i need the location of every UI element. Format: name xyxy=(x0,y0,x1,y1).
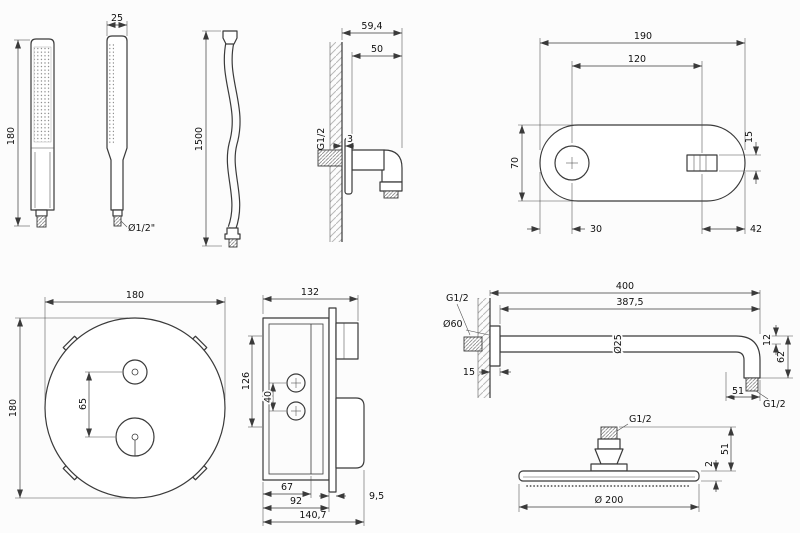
arm-length-label: 400 xyxy=(616,281,634,292)
dimensions: 180 180 65 xyxy=(8,290,226,499)
stem-height-label: 51 xyxy=(720,443,731,455)
port-spacing-label: 40 xyxy=(263,391,274,403)
plate-height-label: 70 xyxy=(510,157,521,169)
head-connector xyxy=(597,438,621,450)
outlet-thread-label: G1/2 xyxy=(316,128,327,151)
hose-top-fitting xyxy=(222,30,238,45)
temp-knob xyxy=(122,359,148,385)
round-trim-view: 180 180 65 xyxy=(8,290,226,499)
mixer-plate-view: 190 120 70 15 30 42 xyxy=(510,31,762,235)
handshower-height-label: 180 xyxy=(6,127,17,145)
outlet-projection-label: 50 xyxy=(371,44,383,55)
pipe-diameter-label: Ø25 xyxy=(613,334,624,354)
dimensions: 25 Ø1/2" xyxy=(106,13,155,234)
connector-thread xyxy=(36,215,47,228)
dimensions: 180 xyxy=(6,39,30,227)
head-diameter-label: Ø 200 xyxy=(595,495,624,506)
valve-width-label: 132 xyxy=(301,287,319,298)
trim-plate xyxy=(539,124,746,202)
handshower-thread-label: Ø1/2" xyxy=(128,223,155,234)
spray-face xyxy=(33,46,52,143)
spray-edge xyxy=(109,44,114,144)
arm-dim12-label: 12 xyxy=(762,334,773,346)
escutcheon xyxy=(344,137,353,195)
wall-section xyxy=(330,42,342,242)
arm-dim62-label: 62 xyxy=(776,351,787,363)
plate-thickness-label: 9,5 xyxy=(369,491,384,502)
plate-width-label: 190 xyxy=(634,31,652,42)
diverter-knob xyxy=(335,322,359,360)
dimensions: G1/2 400 387,5 Ø60 15 Ø25 12 62 xyxy=(443,281,793,410)
flange-diameter-label: Ø60 xyxy=(443,319,463,330)
wall-thread-stub xyxy=(463,336,483,352)
plate-centers-label: 120 xyxy=(628,54,646,65)
trim-width-label: 180 xyxy=(126,290,144,301)
hose-bottom-fitting xyxy=(224,227,241,240)
dimensions: 190 120 70 15 30 42 xyxy=(510,31,762,235)
dimensions: 59,4 50 G1/2 3 xyxy=(316,21,403,151)
outlet-nut xyxy=(379,181,403,192)
hose-connector xyxy=(35,209,48,217)
arm-end-thread-label: G1/2 xyxy=(763,399,786,410)
knob-spacing-label: 65 xyxy=(78,398,89,410)
control-knob xyxy=(335,397,365,469)
thermostat-knob xyxy=(554,145,590,181)
outlet-elbow xyxy=(381,149,403,183)
head-plate xyxy=(518,470,700,482)
dimensions: G1/2 51 2 Ø 200 xyxy=(518,414,736,512)
head-cone xyxy=(594,448,624,465)
valve-body-view: 132 126 40 67 9,5 92 140,7 xyxy=(241,287,384,526)
arm-end-thread xyxy=(745,377,759,392)
shower-arm-view: G1/2 400 387,5 Ø60 15 Ø25 12 62 xyxy=(443,281,793,410)
port-top xyxy=(286,373,306,393)
port-bottom xyxy=(286,401,306,421)
valve-depth67-label: 67 xyxy=(281,482,293,493)
shower-head-view: G1/2 51 2 Ø 200 xyxy=(518,414,736,512)
wall-plate xyxy=(328,307,337,493)
head-thread xyxy=(600,426,618,440)
arm-flange xyxy=(489,325,501,367)
handshower-width-label: 25 xyxy=(111,13,123,24)
head-boss xyxy=(590,463,628,472)
valve-depth92-label: 92 xyxy=(290,496,302,507)
wall-thread-pipe xyxy=(317,149,343,167)
head-thread-label: G1/2 xyxy=(629,414,652,425)
arm-dim51-label: 51 xyxy=(732,386,744,397)
trim-height-label: 180 xyxy=(8,399,19,417)
handshower-side-view: 25 Ø1/2" xyxy=(106,13,155,234)
outlet-depth-label: 59,4 xyxy=(361,21,382,32)
arm-wall-thread-label: G1/2 xyxy=(446,293,469,304)
handle-height-label: 15 xyxy=(744,131,755,143)
hose-view: 1500 xyxy=(194,30,241,248)
outlet-spout xyxy=(351,149,385,171)
connector-thread xyxy=(113,215,122,227)
dimensions: 132 126 40 67 9,5 92 140,7 xyxy=(241,287,384,526)
hose-bottom-thread xyxy=(228,238,238,248)
flange-depth-label: 15 xyxy=(463,367,475,378)
arm-inner-length-label: 387,5 xyxy=(616,297,643,308)
wall-outlet-view: 59,4 50 G1/2 3 xyxy=(316,21,403,242)
handle-offset-label: 42 xyxy=(750,224,762,235)
valve-total-depth-label: 140,7 xyxy=(299,510,326,521)
dimensions: 1500 xyxy=(194,30,222,247)
arm-tube xyxy=(499,335,761,379)
hose-length-label: 1500 xyxy=(194,127,205,151)
hose-connector xyxy=(112,209,123,217)
outlet-gap-label: 3 xyxy=(347,134,353,145)
outlet-thread xyxy=(383,190,399,199)
head-plate-thickness-label: 2 xyxy=(704,461,715,467)
trim-plate-circle xyxy=(44,317,226,499)
knob-offset-label: 30 xyxy=(590,224,602,235)
lever-handle xyxy=(686,154,718,172)
valve-height-label: 126 xyxy=(241,372,252,390)
hose-core xyxy=(224,41,240,230)
handshower-front-view: 180 xyxy=(6,38,55,228)
